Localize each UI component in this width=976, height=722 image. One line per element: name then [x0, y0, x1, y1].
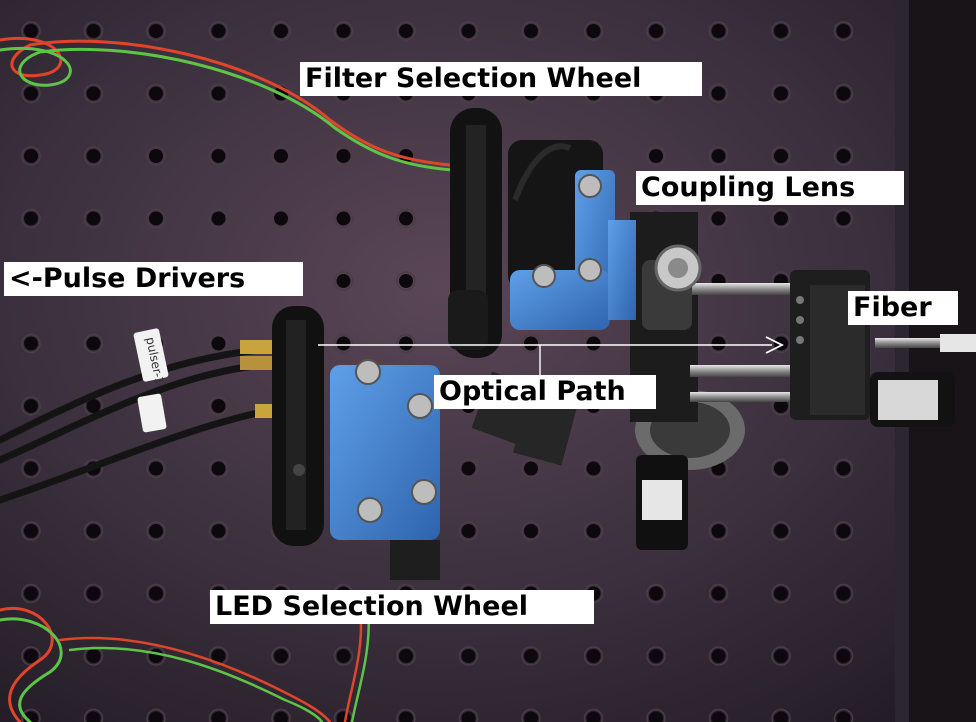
- filter-mount: [508, 140, 615, 330]
- fiber-label: Fiber: [848, 291, 958, 325]
- cable-tags: pulser-1: [133, 328, 169, 433]
- sma-connectors: [240, 340, 285, 418]
- filter-wheel: [448, 108, 502, 358]
- pulse-drivers-label: <-Pulse Drivers: [4, 262, 303, 296]
- led-mount: [330, 359, 440, 580]
- table-edge: [905, 0, 976, 722]
- led-wheel: [272, 306, 324, 546]
- wires: [0, 37, 454, 722]
- coupling-lens-label: Coupling Lens: [636, 171, 904, 205]
- coupling-lens: [608, 212, 810, 550]
- optical-path-arrow: [318, 336, 785, 378]
- led-selection-wheel-label: LED Selection Wheel: [210, 590, 594, 624]
- filter-selection-wheel-label: Filter Selection Wheel: [300, 62, 702, 96]
- optical-path-label: Optical Path: [434, 375, 656, 409]
